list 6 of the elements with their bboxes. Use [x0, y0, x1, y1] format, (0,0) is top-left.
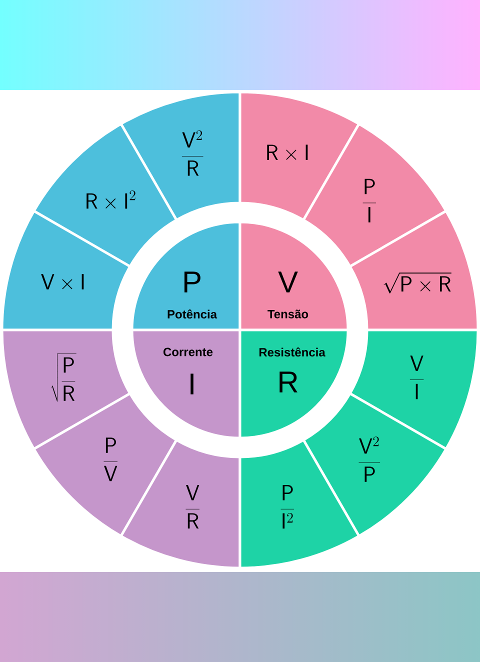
formula-sector: $\mathsf{V}\times\mathsf{I}$: [0, 210, 132, 332]
node-label: $\sqrt{\mathsf{P}\times\mathsf{R}}$: [384, 272, 452, 294]
formula-sector: $\frac{\mathsf{V}}{\mathsf{R}}$: [120, 438, 242, 570]
formula-sector: $\mathsf{R}\times\mathsf{I}^{2}$: [32, 122, 178, 268]
formula-sector: $\frac{\mathsf{P}}{\mathsf{I}^{2}}$: [238, 438, 360, 570]
formula-sector: $\mathsf{R}\times\mathsf{I}$: [238, 90, 360, 222]
